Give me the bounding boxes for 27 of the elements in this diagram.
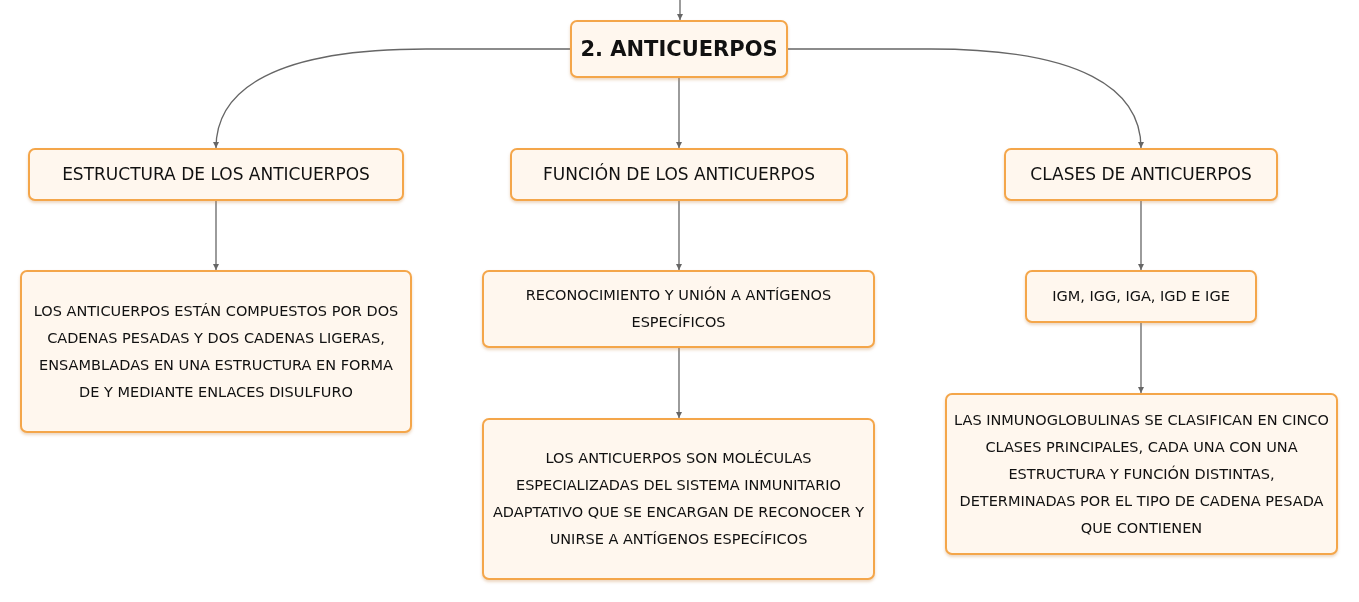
- node-text: LOS ANTICUERPOS SON MOLÉCULAS ESPECIALIZADAS DEL SISTEMA INMUNITARIO ADAPTATIVO QUE SE ENCARGAN DE RECONOCER Y UNIRSE A ANTÍGENOS ESPECÍFICOS: [491, 449, 866, 549]
- concept-box: [482, 418, 875, 580]
- title-text: 2. ANTICUERPOS: [580, 35, 778, 63]
- concept-box: [20, 270, 412, 433]
- arrow: [787, 48, 1144, 149]
- node-text: LAS INMUNOGLOBULINAS SE CLASIFICAN EN CINCO CLASES PRINCIPALES, CADA UNA CON UNA ESTRUCTURA Y FUNCIÓN DISTINTAS, DETERMINADAS POR EL TIPO DE CADENA PESADA QUE CONTIENEN: [953, 410, 1330, 538]
- concept-box: [1025, 270, 1257, 323]
- node-text: ESTRUCTURA DE LOS ANTICUERPOS: [62, 163, 370, 186]
- concept-box: [570, 20, 788, 78]
- node-text: IGM, IGG, IGA, IGD E IGE: [1052, 287, 1230, 306]
- arrow: [1138, 200, 1144, 271]
- node-text: CLASES DE ANTICUERPOS: [1030, 163, 1252, 186]
- arrow: [676, 200, 682, 271]
- node-text: FUNCIÓN DE LOS ANTICUERPOS: [542, 162, 815, 186]
- concept-box: [1004, 148, 1278, 201]
- node-text: LOS ANTICUERPOS ESTÁN COMPUESTOS POR DOS CADENAS PESADAS Y DOS CADENAS LIGERAS, ENSAMBLADAS EN UNA ESTRUCTURA EN FORMA DE Y MEDIANTE ENLACES DISULFURO: [32, 301, 400, 402]
- arrow: [677, 0, 683, 21]
- arrow: [676, 347, 682, 419]
- arrow: [213, 48, 571, 149]
- concept-box: [28, 148, 404, 201]
- concept-box: [945, 393, 1338, 555]
- concept-box: [482, 270, 875, 348]
- arrow: [213, 200, 219, 271]
- arrow: [1138, 322, 1144, 394]
- concept-box: [510, 148, 848, 201]
- arrow: [676, 77, 682, 149]
- node-text: RECONOCIMIENTO Y UNIÓN A ANTÍGENOS ESPECÍFICOS: [524, 285, 833, 332]
